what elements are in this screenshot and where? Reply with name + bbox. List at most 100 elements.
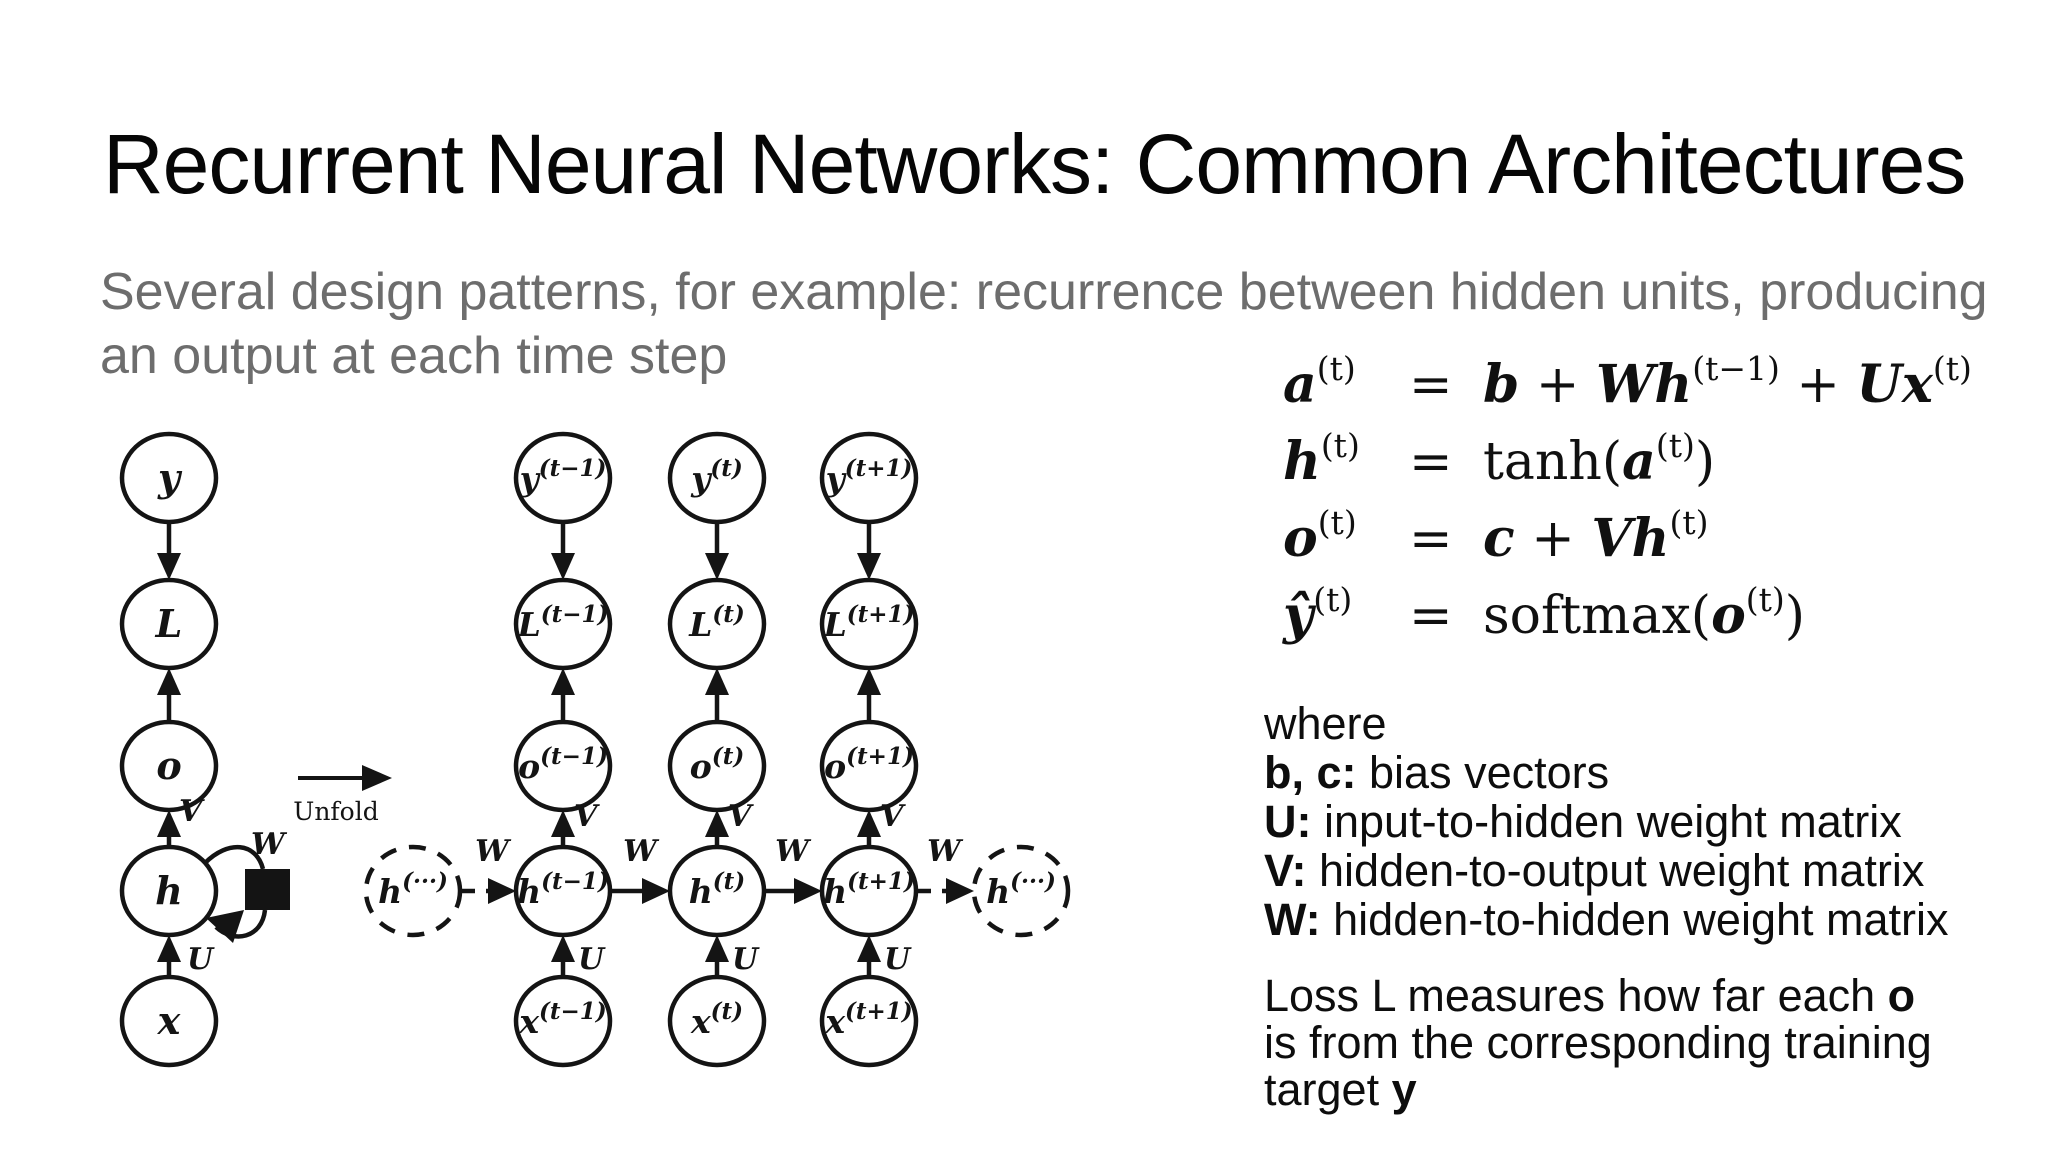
diagram-node-f_L: L [119, 577, 219, 671]
node-label: h(t−1) [517, 868, 609, 911]
loss-note-line: target y [1264, 1066, 1932, 1113]
diagram-node-L_tm1: L(t−1) [513, 577, 613, 671]
equation-row: o(t)=c + Vh(t) [1283, 500, 1972, 577]
weight-label-U: U [732, 942, 760, 977]
delay-square [245, 869, 290, 910]
diagram-node-x_tp1: x(t+1) [819, 974, 919, 1068]
slide-title: Recurrent Neural Networks: Common Archit… [103, 117, 1966, 211]
text-segment: + [1779, 355, 1857, 415]
diagram-edge-h_tp1-to-h_dots_r [916, 878, 974, 904]
legend-desc: hidden-to-hidden weight matrix [1320, 894, 1949, 945]
edge-arrowhead-icon [705, 668, 729, 695]
node-label: h(···) [378, 868, 448, 911]
weight-label-V: V [880, 799, 906, 834]
legend-desc: hidden-to-output weight matrix [1306, 845, 1925, 896]
node-circle [819, 577, 919, 671]
edge-arrowhead-icon [157, 553, 181, 580]
diagram-node-L_tp1: L(t+1) [819, 577, 919, 671]
edge-arrowhead-icon [157, 935, 181, 962]
edge-arrowhead-icon [705, 810, 729, 837]
node-label: y(t+1) [825, 455, 913, 498]
diagram-edge-o_t-to-L_t [705, 668, 729, 722]
node-circle [971, 844, 1071, 938]
diagram-node-h_dots_r: h(···) [971, 844, 1071, 938]
weight-label-W: W [775, 834, 812, 869]
legend-term: W: [1264, 894, 1321, 945]
edge-arrowhead-icon [857, 810, 881, 837]
text-segment: (t) [1669, 503, 1709, 542]
node-label: o(t) [690, 743, 744, 786]
node-circle [513, 974, 613, 1068]
loop-upper-arc [203, 845, 266, 870]
unfold-arrow-icon [298, 765, 392, 791]
legend-item: U: input-to-hidden weight matrix [1264, 797, 1949, 846]
diagram-node-y_tp1: y(t+1) [819, 431, 919, 525]
text-segment: y [1391, 1064, 1417, 1115]
edge-arrowhead-icon [946, 878, 974, 904]
node-circle [819, 719, 919, 813]
equation-rhs: tanh(a(t)) [1483, 426, 1715, 492]
diagram-edge-x_tm1-to-h_tm1 [551, 935, 575, 977]
edge-arrowhead-icon [705, 935, 729, 962]
equals-sign: = [1409, 432, 1453, 492]
node-label: o [156, 743, 181, 788]
text-segment: a [1622, 431, 1656, 492]
legend-intro: where [1264, 698, 1387, 749]
weight-label-W: W [475, 834, 512, 869]
node-circle [119, 431, 219, 525]
diagram-edge-f_x-to-f_h [157, 935, 181, 977]
loss-note-line: is from the corresponding training [1264, 1019, 1932, 1066]
text-segment: (t) [1317, 503, 1357, 542]
equation-lhs: ŷ(t) [1283, 577, 1409, 660]
recurrence-self-loop [203, 845, 290, 943]
legend-term: b, c: [1264, 747, 1357, 798]
text-segment: ŷ [1283, 585, 1314, 646]
node-circle [667, 719, 767, 813]
diagram-node-h_dots_l: h(···) [363, 844, 463, 938]
weight-label-V: V [574, 799, 600, 834]
equation-row: a(t)=b + Wh(t−1) + Ux(t) [1283, 346, 1972, 423]
diagram-node-f_o: o [119, 719, 219, 813]
diagram-node-f_y: y [119, 431, 219, 525]
node-circle [363, 844, 463, 938]
edge-arrowhead-icon [157, 668, 181, 695]
diagram-node-o_t: o(t) [667, 719, 767, 813]
text-segment: (t) [1320, 426, 1360, 465]
edge-arrowhead-icon [857, 553, 881, 580]
node-circle [119, 844, 219, 938]
legend-item: b, c: bias vectors [1264, 748, 1949, 797]
diagram-node-f_h: h [119, 844, 219, 938]
equation-block: a(t)=b + Wh(t−1) + Ux(t)h(t)=tanh(a(t))o… [1283, 346, 1972, 654]
weight-label-W: W [927, 834, 964, 869]
node-circle [513, 431, 613, 525]
weight-label-W: W [251, 827, 288, 862]
text-segment: Loss L measures how far each [1264, 970, 1888, 1021]
edge-arrowhead-icon [157, 810, 181, 837]
legend-item: V: hidden-to-output weight matrix [1264, 846, 1949, 895]
node-label: x(t−1) [518, 998, 606, 1041]
diagram-node-y_tm1: y(t−1) [513, 431, 613, 525]
diagram-edge-f_h-to-f_o [157, 810, 181, 847]
diagram-node-h_t: h(t) [667, 844, 767, 938]
unfold-label: Unfold [293, 797, 378, 826]
node-label: y(t−1) [519, 455, 607, 498]
node-label: y(t) [690, 455, 743, 498]
node-circle [119, 974, 219, 1068]
equation-lhs: h(t) [1283, 423, 1409, 506]
edge-arrowhead-icon [551, 935, 575, 962]
node-circle [667, 974, 767, 1068]
text-segment: o [1711, 585, 1746, 646]
node-label: L(t+1) [823, 601, 915, 644]
subtitle-line-2: an output at each time step [100, 327, 728, 385]
diagram-edge-h_t-to-o_t [705, 810, 729, 847]
text-segment: is from the corresponding training [1264, 1017, 1932, 1068]
text-segment: (t−1) [1692, 349, 1780, 388]
node-label: L [155, 601, 183, 646]
text-segment: a [1283, 354, 1317, 415]
weight-label-U: U [187, 942, 215, 977]
equals-sign: = [1409, 586, 1453, 646]
node-circle [667, 577, 767, 671]
text-segment: (t) [1745, 580, 1785, 619]
text-segment: o [1283, 508, 1318, 569]
